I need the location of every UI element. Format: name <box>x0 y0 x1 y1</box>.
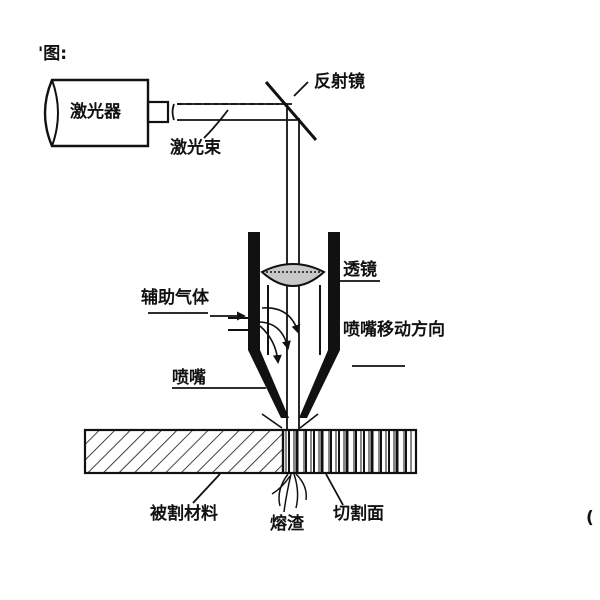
laser-label: 激光器 <box>70 102 121 122</box>
slag-label: 熔渣 <box>270 514 304 534</box>
lens-label: 透镜 <box>343 260 377 280</box>
nozzle-body <box>248 232 340 418</box>
top-fragment-label: '图: <box>38 44 68 64</box>
cut-surface-area <box>281 428 418 475</box>
cut-surface-label: 切割面 <box>333 504 384 524</box>
laser-beam-horizontal <box>171 103 297 121</box>
nozzle-label: 喷嘴 <box>172 368 206 388</box>
slag-spray <box>271 473 308 513</box>
laser-beam-label: 激光束 <box>170 138 221 158</box>
right-fragment-label: ( <box>586 508 594 528</box>
mirror-icon <box>264 81 318 141</box>
nozzle-move-label: 喷嘴移动方向 <box>343 320 445 340</box>
mirror-label: 反射镜 <box>314 72 365 92</box>
gas-flow <box>257 307 301 364</box>
laser-body <box>43 78 170 148</box>
leader-lines <box>148 81 405 506</box>
material-label: 被割材料 <box>150 504 218 524</box>
assist-gas-label: 辅助气体 <box>141 288 209 308</box>
lens-icon <box>260 263 326 287</box>
workpiece-material <box>83 428 285 475</box>
gas-inlet <box>210 311 250 331</box>
focus-arrows <box>261 413 319 429</box>
